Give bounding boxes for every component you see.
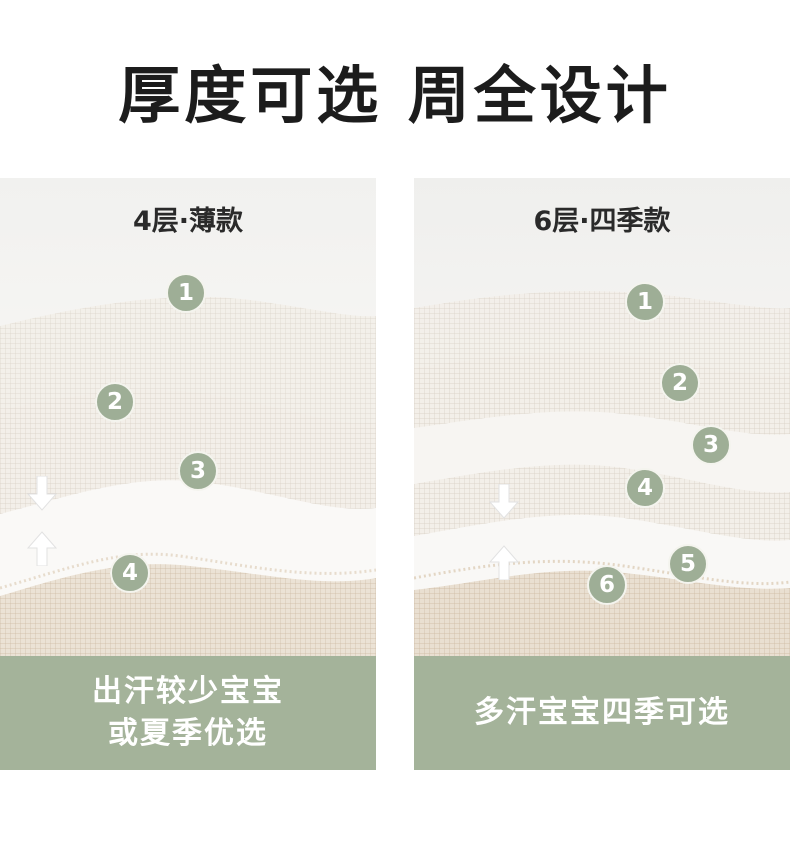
layer-badge-4: 4	[110, 553, 150, 593]
layer-badge-6: 6	[587, 565, 627, 605]
layer-badge-1: 1	[625, 282, 665, 322]
layer-badge-4: 4	[625, 468, 665, 508]
layer-badge-2: 2	[95, 382, 135, 422]
caption-band: 出汗较少宝宝 或夏季优选	[0, 656, 376, 770]
caption-line-1: 出汗较少宝宝	[92, 674, 284, 709]
caption-line-1: 多汗宝宝四季可选	[474, 695, 730, 730]
layer-badge-3: 3	[691, 425, 731, 465]
gauze-4-layer-photo	[0, 178, 376, 656]
arrow-up-icon	[26, 531, 58, 566]
layer-badge-5: 5	[668, 544, 708, 584]
arrow-up-icon	[488, 545, 520, 580]
card-label: 4层·薄款	[132, 206, 244, 237]
layer-badge-1: 1	[166, 273, 206, 313]
arrow-down-icon	[26, 476, 58, 511]
layer-badge-3: 3	[178, 451, 218, 491]
thin-4-layer-card: 4层·薄款 1 2 3 4 出汗较少宝宝 或夏季优选	[0, 178, 376, 770]
layer-badge-2: 2	[660, 363, 700, 403]
arrow-down-icon	[488, 484, 520, 519]
card-label: 6层·四季款	[533, 206, 671, 237]
caption-band: 多汗宝宝四季可选	[414, 656, 790, 770]
caption-line-2: 或夏季优选	[108, 716, 268, 751]
page-title: 厚度可选 周全设计	[118, 59, 672, 132]
four-season-6-layer-card: 6层·四季款 1 2 3 4 5 6 多汗宝宝四季可选	[414, 178, 790, 770]
